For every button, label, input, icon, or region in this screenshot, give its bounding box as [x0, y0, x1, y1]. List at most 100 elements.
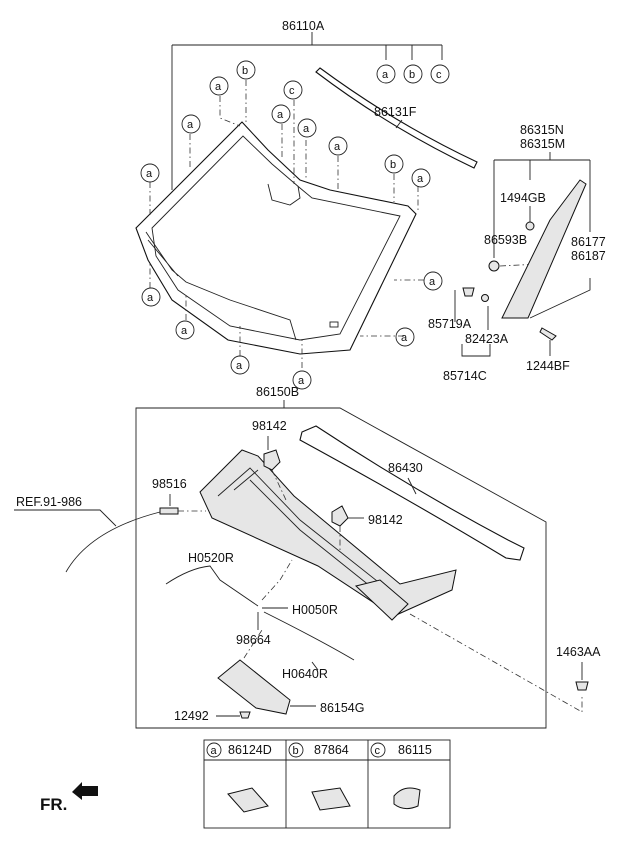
callout-b-1: b — [236, 60, 256, 80]
label-86430: 86430 — [388, 461, 423, 475]
cowl-panel — [199, 449, 457, 617]
label-1494gb: 1494GB — [500, 191, 546, 205]
label-86154g: 86154G — [320, 701, 364, 715]
fastener-85719a — [462, 287, 475, 297]
dash-1463aa — [409, 613, 583, 713]
callout-a-8: a — [423, 271, 443, 291]
legend-part-86115 — [393, 787, 421, 810]
label-1244bf: 1244BF — [526, 359, 570, 373]
dash-cover — [243, 629, 263, 659]
callout-a-top: a — [376, 64, 396, 84]
label-ref-91-986: REF.91-986 — [16, 495, 82, 509]
svg-text:a: a — [236, 360, 243, 372]
svg-text:a: a — [303, 123, 310, 135]
bracket-86110a — [171, 32, 443, 190]
label-86150b: 86150B — [256, 385, 299, 399]
svg-text:a: a — [215, 81, 222, 93]
legend-table — [203, 739, 451, 829]
callout-a-3: a — [271, 104, 291, 124]
leader-h0640r — [311, 661, 319, 671]
connector-98516 — [159, 507, 179, 515]
svg-text:a: a — [382, 69, 389, 81]
svg-text:a: a — [429, 276, 436, 288]
label-98142-lower: 98142 — [368, 513, 403, 527]
nozzle-lower — [331, 505, 349, 527]
clip-1494gb — [525, 221, 535, 231]
callout-b-2: b — [384, 154, 404, 174]
svg-text:a: a — [181, 325, 188, 337]
svg-text:b: b — [242, 65, 248, 77]
fastener-82423a — [481, 294, 489, 302]
leader-86177 — [529, 278, 591, 319]
callout-a-9: a — [141, 287, 161, 307]
label-1463aa: 1463AA — [556, 645, 601, 659]
svg-text:a: a — [298, 375, 305, 387]
svg-text:a: a — [277, 109, 284, 121]
callout-a-13: a — [292, 370, 312, 390]
clip-1463aa — [575, 681, 589, 691]
svg-text:c: c — [436, 69, 442, 81]
callout-a-5: a — [328, 136, 348, 156]
legend-c: c 86115 — [370, 742, 432, 810]
pillar-trim — [501, 179, 587, 319]
label-86187: 86187 — [571, 249, 606, 263]
legend-part-86124d — [227, 787, 269, 813]
svg-text:86124D: 86124D — [228, 743, 272, 757]
dash-98142-upper — [271, 469, 287, 501]
label-86110a: 86110A — [282, 19, 325, 33]
label-85714c: 85714C — [443, 369, 487, 383]
label-h0640r: H0640R — [282, 667, 328, 681]
callout-a-10: a — [175, 320, 195, 340]
label-98516: 98516 — [152, 477, 187, 491]
callout-a-4: a — [297, 118, 317, 138]
bolt-1244bf — [539, 327, 557, 341]
callout-b-top: b — [403, 64, 423, 84]
cowl-ribs — [217, 467, 397, 597]
svg-text:a: a — [417, 173, 424, 185]
label-85719a: 85719A — [428, 317, 472, 331]
svg-text:a: a — [334, 141, 341, 153]
label-86131f: 86131F — [374, 105, 417, 119]
leader-ref — [14, 509, 117, 527]
cowl-end-bracket — [354, 579, 409, 621]
callout-leaders — [149, 80, 424, 368]
nut-86593b — [488, 260, 500, 272]
legend-b: b 87864 — [288, 742, 351, 811]
callout-a-11: a — [395, 327, 415, 347]
bracket-86315 — [493, 152, 591, 258]
dash-hoses — [261, 559, 293, 601]
windshield-glass — [135, 121, 417, 355]
callout-a-1: a — [209, 76, 229, 96]
hose-h0640r — [263, 611, 355, 661]
callout-a-6: a — [411, 168, 431, 188]
callout-a-7: a — [140, 163, 160, 183]
cowl-frame — [135, 407, 547, 729]
direction-arrow-icon — [72, 782, 98, 800]
hose-h0520r — [165, 565, 259, 607]
cover-86154g — [217, 659, 291, 715]
svg-text:87864: 87864 — [314, 743, 349, 757]
label-86177: 86177 — [571, 235, 606, 249]
screw-12492 — [239, 711, 251, 719]
direction-label: FR. — [40, 795, 67, 814]
svg-text:b: b — [390, 159, 396, 171]
label-98142-upper: 98142 — [252, 419, 287, 433]
leader-86430 — [407, 477, 417, 495]
moulding-strip — [315, 67, 478, 169]
svg-text:a: a — [401, 332, 408, 344]
svg-text:86115: 86115 — [398, 743, 432, 757]
svg-text:c: c — [375, 745, 381, 757]
svg-text:c: c — [289, 85, 295, 97]
callout-c-top: c — [430, 64, 450, 84]
svg-text:a: a — [187, 119, 194, 131]
label-h0520r: H0520R — [188, 551, 234, 565]
label-12492: 12492 — [174, 709, 209, 723]
label-98664: 98664 — [236, 633, 271, 647]
label-86315m: 86315M — [520, 137, 565, 151]
callout-c-1: c — [283, 80, 303, 100]
svg-text:a: a — [146, 168, 153, 180]
label-h0050r: H0050R — [292, 603, 338, 617]
svg-text:b: b — [293, 745, 299, 757]
